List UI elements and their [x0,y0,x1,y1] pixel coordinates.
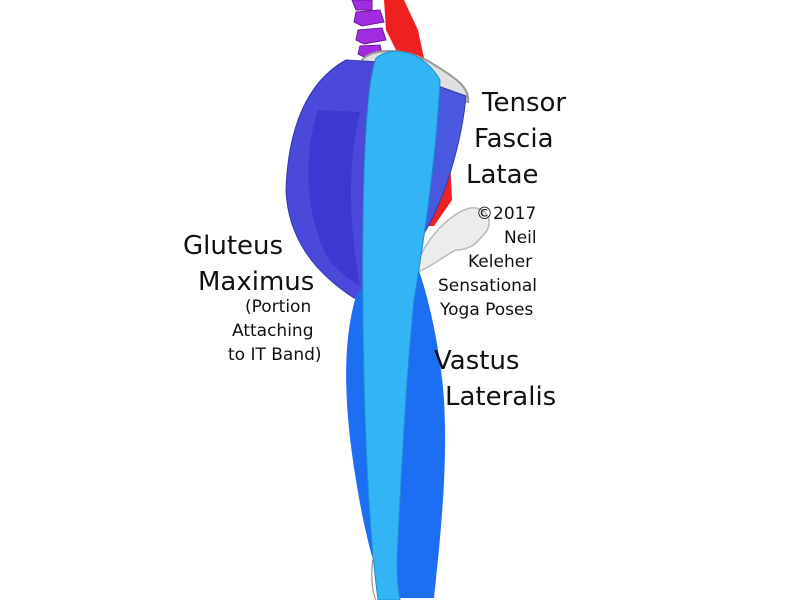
gluteus-maximus-shading [308,110,360,286]
lumbar-vertebrae [351,0,387,59]
knee-bone [371,551,377,600]
vertebra [353,9,385,27]
it-band [362,50,441,600]
vertebra [351,0,373,11]
copyright-line-2: Neil [504,228,537,248]
copyright-line-5: Yoga Poses [440,300,534,320]
gluteus-note-line-3: to IT Band) [228,345,322,365]
tfl-label-line-3: Latae [466,160,539,190]
vastus-label-line-1: Vastus [434,346,520,376]
gluteus-note-line-1: (Portion [245,297,312,317]
vertebra [355,27,387,45]
copyright-line-3: Keleher [468,252,533,272]
tfl-label-line-1: Tensor [482,88,567,118]
iliopsoas-muscle [384,0,424,58]
gluteus-label-line-2: Maximus [198,267,315,297]
copyright-line-4: Sensational [438,276,538,296]
gluteus-note-line-2: Attaching [232,321,314,341]
copyright-line-1: ©2017 [476,204,537,224]
pubic-bone [417,207,490,274]
gluteus-label-line-1: Gluteus [183,231,284,261]
tfl-label-line-2: Fascia [474,124,554,154]
vastus-label-line-2: Lateralis [445,382,557,412]
